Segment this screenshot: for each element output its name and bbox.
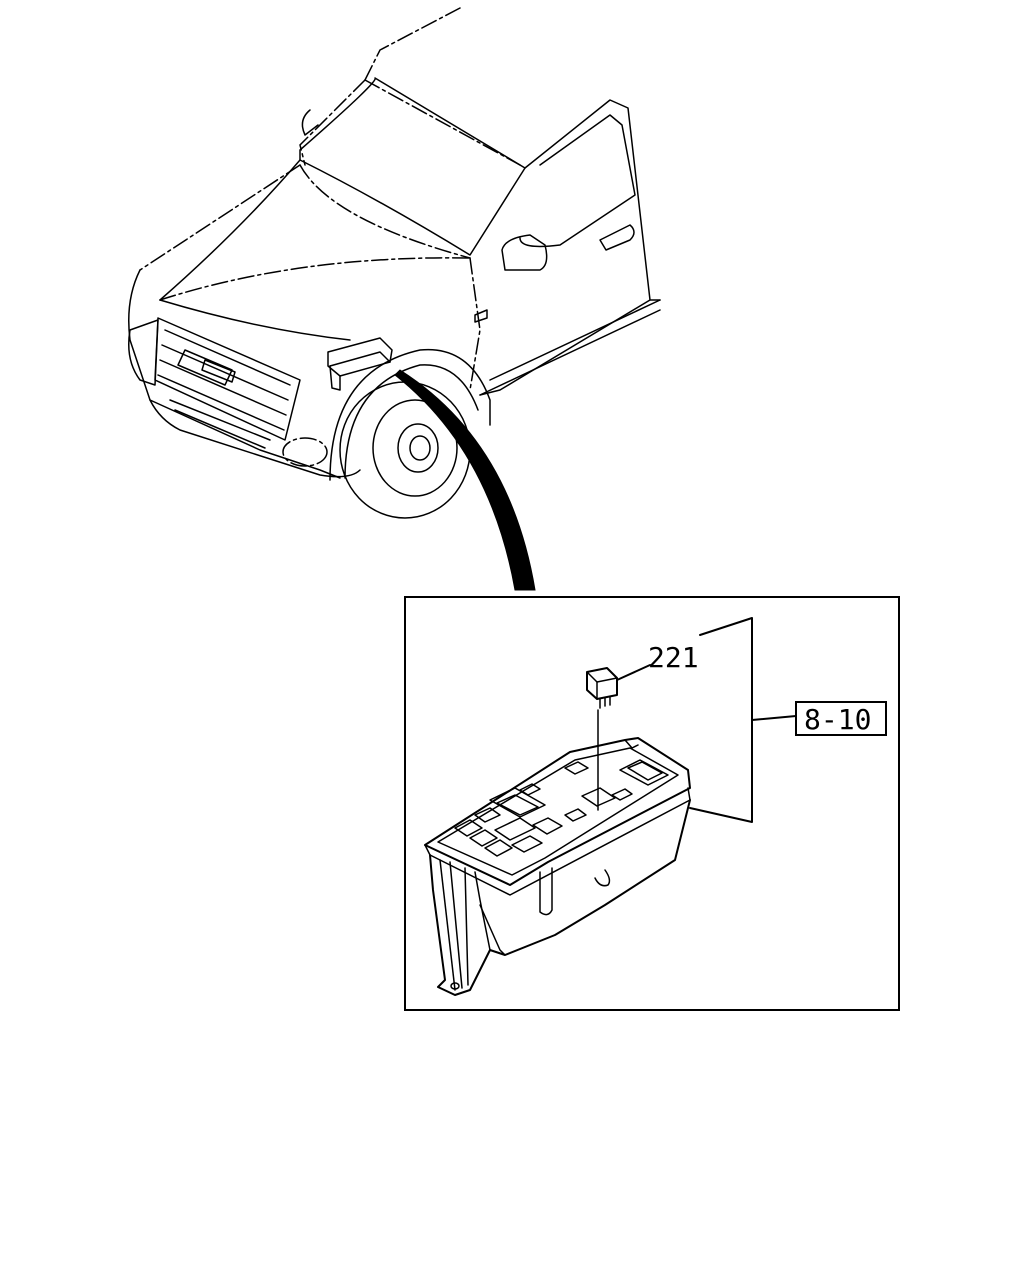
relay-part (586, 667, 618, 811)
part-number-callout: 221 (648, 641, 699, 674)
vehicle-illustration (128, 7, 661, 519)
callout-bracket (616, 617, 797, 823)
reference-callout: 8-10 (804, 703, 871, 736)
relay-box-assembly (424, 737, 691, 996)
detail-frame (404, 596, 900, 1011)
reference-callout-box: 8-10 (795, 701, 887, 736)
leader-arrow (394, 369, 536, 591)
